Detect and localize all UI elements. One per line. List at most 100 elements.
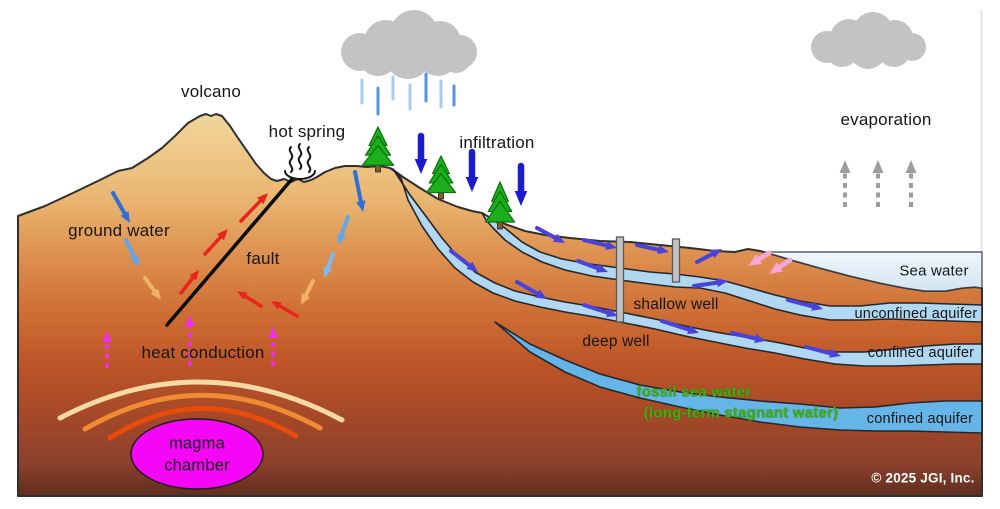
cloud-puff bbox=[825, 33, 859, 67]
arrow-stem bbox=[325, 252, 335, 270]
arrow-head bbox=[356, 200, 366, 212]
arrow-head bbox=[905, 160, 917, 173]
cloud-puff bbox=[385, 33, 431, 79]
cloud-puff bbox=[441, 43, 471, 73]
label-infiltration: infiltration bbox=[459, 133, 535, 152]
label-heat-conduction: heat conduction bbox=[141, 343, 265, 362]
arrow-head bbox=[748, 254, 762, 266]
label-magma-chamber: magma chamber bbox=[164, 433, 230, 478]
label-magma-line2: chamber bbox=[164, 457, 230, 475]
arrow-stem bbox=[804, 345, 833, 356]
label-volcano: volcano bbox=[181, 82, 241, 101]
arrow-head bbox=[189, 270, 199, 281]
arrow-stem bbox=[353, 170, 363, 204]
magma-chamber bbox=[130, 418, 264, 490]
arrow-stem bbox=[339, 215, 350, 237]
arrow-stem bbox=[576, 259, 600, 271]
arrow-stem bbox=[535, 226, 558, 240]
label-magma-line1: magma bbox=[168, 434, 226, 453]
heat-arc-inner bbox=[107, 406, 299, 441]
arrow-stem bbox=[660, 319, 691, 332]
arrow-head bbox=[553, 233, 565, 243]
sea-water-body bbox=[762, 251, 983, 292]
arrow-head bbox=[185, 315, 195, 326]
arrow-head bbox=[811, 301, 823, 311]
label-evaporation: evaporation bbox=[840, 110, 932, 129]
label-confined-aquifer-lower: confined aquifer bbox=[866, 411, 974, 427]
arrow-head bbox=[102, 331, 112, 342]
arrow-head bbox=[323, 266, 333, 278]
arrow-stem bbox=[786, 298, 815, 309]
arrow-head bbox=[337, 233, 347, 245]
arrow-stem bbox=[111, 191, 127, 216]
rain-streaks bbox=[360, 72, 456, 116]
arrow-head bbox=[271, 301, 282, 310]
heat-conduction-arcs bbox=[57, 379, 345, 441]
arrow-head bbox=[596, 263, 608, 273]
hot-spring-steam-icon bbox=[284, 143, 316, 180]
label-fossil-sea-water-note: (long-term stagnant water) bbox=[643, 404, 839, 422]
arrow-head bbox=[710, 249, 722, 259]
arrow-head bbox=[257, 193, 268, 205]
arrow-stem bbox=[582, 238, 609, 248]
arrow-stem bbox=[756, 250, 772, 262]
arrow-stem bbox=[777, 257, 793, 270]
heat-arc-outer bbox=[57, 379, 345, 423]
arrow-head bbox=[769, 262, 783, 274]
label-deep-well: deep well bbox=[582, 333, 650, 350]
label-sea-water: Sea water bbox=[899, 262, 969, 280]
arrow-head bbox=[150, 288, 161, 300]
cloud-puff bbox=[849, 31, 887, 69]
arrow-head bbox=[301, 293, 311, 305]
arrow-head bbox=[268, 327, 278, 338]
arrow-head bbox=[535, 289, 547, 299]
arrow-head bbox=[130, 255, 139, 267]
arrow-stem bbox=[695, 252, 715, 264]
arrow-stem bbox=[635, 243, 661, 252]
arrow-stem bbox=[124, 238, 137, 260]
arrow-stem bbox=[730, 331, 758, 341]
fault-line bbox=[165, 177, 294, 327]
label-hot-spring: hot spring bbox=[268, 122, 346, 141]
arrow-stem bbox=[515, 280, 540, 296]
tree-foliage bbox=[484, 200, 516, 223]
arrow-stem bbox=[179, 276, 195, 295]
arrow-head bbox=[466, 261, 478, 272]
arrow-stem bbox=[449, 249, 472, 268]
pine-tree-icons bbox=[361, 126, 516, 230]
label-copyright: © 2025 JGI, Inc. bbox=[871, 470, 975, 486]
arrow-head bbox=[872, 160, 884, 173]
arrow-head bbox=[120, 211, 130, 223]
label-confined-aquifer-upper: confined aquifer bbox=[867, 345, 975, 361]
arrow-stem bbox=[239, 199, 263, 223]
arrow-stem bbox=[203, 235, 223, 256]
flow-arrows bbox=[102, 132, 917, 368]
arrow-head bbox=[217, 229, 228, 241]
arrow-head bbox=[829, 348, 841, 358]
label-unconfined-aquifer: unconfined aquifer bbox=[854, 306, 978, 322]
arrow-head bbox=[465, 177, 479, 192]
cloud-icons bbox=[341, 10, 926, 79]
arrow-head bbox=[514, 191, 528, 206]
arrow-head bbox=[839, 160, 851, 173]
arrow-head bbox=[414, 159, 428, 174]
label-shallow-well: shallow well bbox=[633, 296, 719, 313]
arrow-head bbox=[687, 325, 699, 335]
arrow-head bbox=[605, 240, 617, 250]
cloud-puff bbox=[877, 33, 911, 67]
arrow-head bbox=[606, 308, 618, 318]
arrow-head bbox=[657, 245, 669, 255]
arrow-stem bbox=[143, 276, 157, 294]
arrow-stem bbox=[692, 280, 720, 288]
arrow-stem bbox=[303, 279, 315, 298]
label-ground-water: ground water bbox=[68, 221, 170, 240]
deep-well-pipe bbox=[615, 236, 625, 323]
tree-foliage bbox=[361, 144, 395, 166]
label-fault: fault bbox=[246, 249, 280, 268]
arrow-head bbox=[754, 333, 766, 343]
shallow-well-pipe bbox=[671, 238, 681, 283]
arrow-stem bbox=[243, 294, 263, 308]
fossil-confined-aquifer-band bbox=[494, 321, 983, 434]
arrow-head bbox=[237, 291, 248, 300]
